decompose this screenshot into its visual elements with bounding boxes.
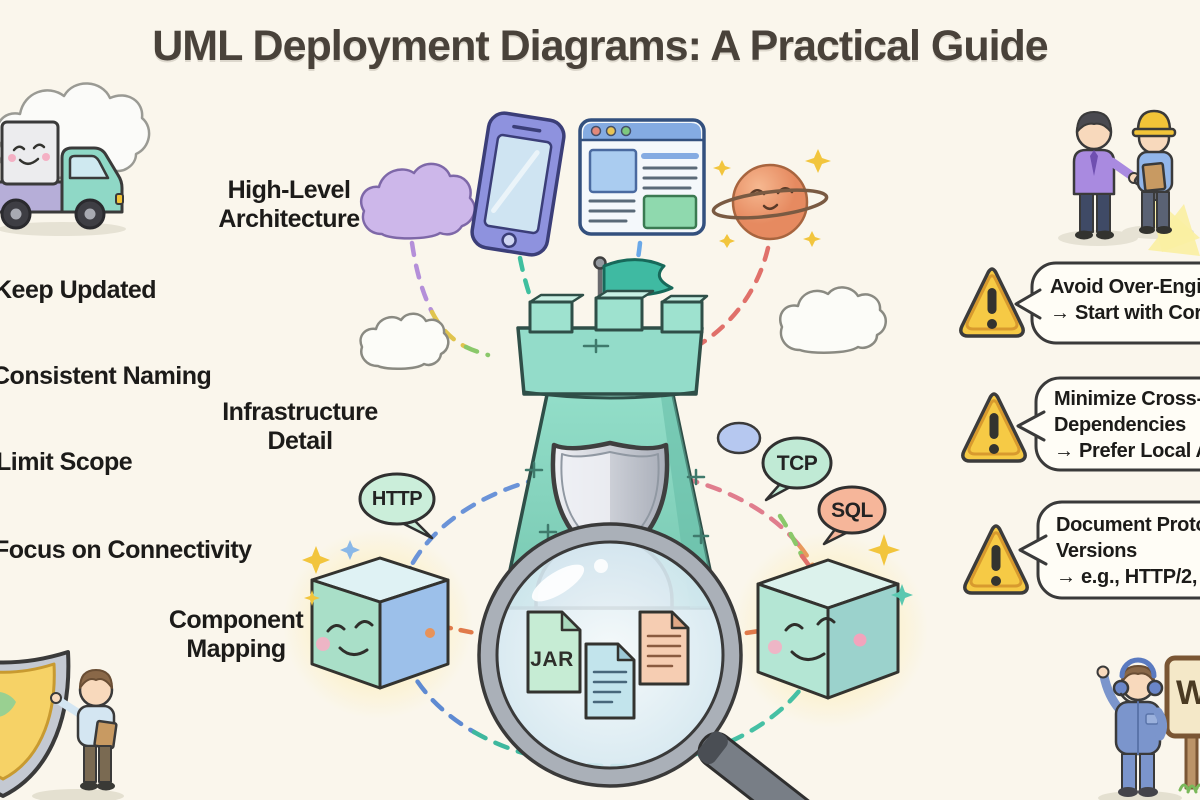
warning-text-1: Avoid Over-Engine → Start with Core S xyxy=(1050,274,1200,326)
warning-2-line3: → Prefer Local Ar xyxy=(1054,440,1200,462)
principle-keep-updated: Keep Updated xyxy=(0,276,157,304)
jar-file-icon xyxy=(526,610,582,694)
signpost xyxy=(1184,730,1199,790)
principle-limit-scope: Limit Scope xyxy=(0,448,133,476)
planet-icon xyxy=(711,149,831,248)
stage-high-level-line2: Architecture xyxy=(218,204,360,233)
cloud-icon xyxy=(359,162,476,240)
stage-infrastructure-line2: Detail xyxy=(267,426,333,455)
cloud-small-right xyxy=(779,286,887,354)
grass xyxy=(1178,783,1200,794)
inspectors-illustration xyxy=(1058,109,1200,256)
page-title: UML Deployment Diagrams: A Practical Gui… xyxy=(152,22,1048,70)
principle-consistent-naming: Consistent Naming xyxy=(0,362,212,390)
clipboard-icon xyxy=(93,719,118,750)
warning-3-line1: Document Protoc xyxy=(1056,514,1200,536)
support-agent-illustration xyxy=(1096,655,1200,800)
warning-2-line1: Minimize Cross-N xyxy=(1054,388,1200,410)
sign-text: W xyxy=(1176,674,1200,712)
principle-focus-connectivity: Focus on Connectivity xyxy=(0,536,252,564)
flashlight-beam-right xyxy=(1148,204,1200,256)
warning-1-line2: → Start with Core S xyxy=(1050,302,1200,324)
warning-icon-1 xyxy=(959,267,1025,338)
cube-icon-left xyxy=(302,540,450,690)
truck-cloud-illustration xyxy=(0,82,151,236)
shield-inspector-illustration xyxy=(0,650,124,800)
tcp-label: TCP xyxy=(776,452,818,475)
warning-text-2: Minimize Cross-N Dependencies → Prefer L… xyxy=(1054,386,1200,464)
stage-component-line2: Mapping xyxy=(186,634,286,663)
warning-icon-3 xyxy=(963,524,1029,595)
warning-3-line2: Versions xyxy=(1056,540,1137,562)
cube-icon-right xyxy=(756,534,913,700)
speech-bubble-sql xyxy=(817,485,887,546)
http-label: HTTP xyxy=(371,488,423,510)
server-box-icon xyxy=(0,120,60,186)
doc-file-icon-blue xyxy=(584,642,636,720)
speech-bubble-http xyxy=(358,472,436,540)
warning-icon-2 xyxy=(961,392,1027,463)
stage-high-level-line1: High-Level xyxy=(227,176,351,204)
jar-label: JAR xyxy=(530,648,574,671)
sign-board xyxy=(1164,655,1200,739)
magnifier-handle xyxy=(697,731,829,800)
warning-text-3: Document Protoc Versions → e.g., HTTP/2,… xyxy=(1056,512,1200,590)
browser-window-icon xyxy=(578,118,706,236)
stage-infrastructure-line1: Infrastructure xyxy=(222,398,378,426)
stage-label-component: Component Mapping xyxy=(133,606,339,663)
warning-1-line1: Avoid Over-Engine xyxy=(1050,276,1200,298)
cloud-small-left xyxy=(359,312,450,370)
doc-file-icon-orange xyxy=(638,610,690,686)
sql-label: SQL xyxy=(831,499,873,522)
clipboard-icon xyxy=(1141,161,1167,193)
warning-callouts xyxy=(959,261,1200,600)
headset-icon xyxy=(1119,657,1157,679)
stage-component-line1: Component xyxy=(168,606,304,634)
stage-label-infrastructure: Infrastructure Detail xyxy=(195,398,405,455)
flag-icon xyxy=(602,258,674,297)
warning-3-line3: → e.g., HTTP/2, T xyxy=(1056,566,1200,588)
stage-label-high-level: High-Level Architecture xyxy=(183,176,395,233)
hard-hat-icon xyxy=(1136,109,1172,133)
smartphone-icon xyxy=(470,111,566,257)
brick-marks xyxy=(524,338,710,545)
speech-bubble-empty xyxy=(716,421,762,455)
speech-bubble-tcp xyxy=(761,436,833,502)
magnifier-icon xyxy=(477,522,829,800)
warning-2-line2: Dependencies xyxy=(1054,414,1187,436)
